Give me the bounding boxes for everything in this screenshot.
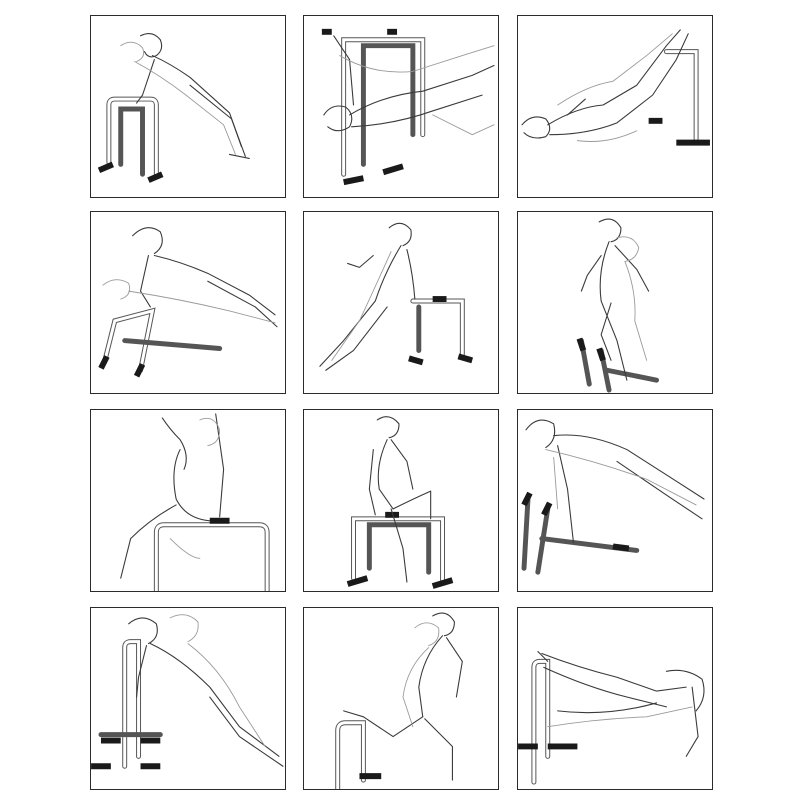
parallette-bar	[346, 511, 454, 589]
panel-plank-on-low-bars	[517, 409, 713, 592]
figure-side-plank	[319, 222, 416, 371]
figure-row	[323, 35, 495, 136]
panel-pushup-on-low-bars	[90, 211, 286, 394]
figure-pushup	[120, 33, 250, 159]
figure-lean	[128, 614, 284, 767]
parallette-bar	[153, 517, 270, 591]
panel-inverted-row-under-bars	[303, 15, 499, 198]
panel-high-knee-dip-on-bars	[303, 409, 499, 592]
parallette-bar	[97, 96, 164, 183]
parallette-bar	[335, 720, 382, 789]
panel-split-squat-rear-foot-on-bar	[303, 607, 499, 790]
panel-lying-leg-raise-on-bar	[517, 15, 713, 198]
parallette-bar	[321, 28, 426, 186]
panel-incline-pushup-standing	[90, 15, 286, 198]
figure-leg-raise	[521, 29, 689, 142]
parallette-bar	[91, 639, 163, 770]
parallette-bar	[98, 307, 223, 378]
figure-split-squat	[343, 612, 463, 781]
panel-side-plank-leg-on-bar	[517, 607, 713, 790]
figure-standing	[580, 218, 650, 381]
parallette-bar	[576, 337, 660, 393]
panel-incline-lean-on-bar	[90, 607, 286, 790]
parallette-bar	[521, 491, 640, 575]
panel-step-over-bar-standing	[517, 211, 713, 394]
parallette-bar	[648, 49, 710, 146]
figure-dip	[120, 413, 225, 579]
panel-side-plank-on-bar	[303, 211, 499, 394]
figure-knee-raise	[368, 416, 432, 583]
figure-pushup-low	[102, 227, 278, 328]
panel-seated-tricep-dip-close	[90, 409, 286, 592]
figure-side-plank-leg	[537, 650, 705, 757]
parallette-bar	[518, 658, 578, 785]
figure-plank	[525, 419, 705, 544]
parallette-bar	[408, 296, 474, 366]
